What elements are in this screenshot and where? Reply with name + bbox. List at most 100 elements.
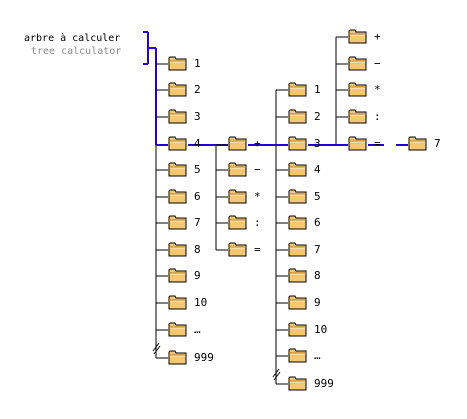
node-label: 7: [314, 243, 321, 256]
folder-icon: [288, 348, 307, 363]
folder-icon: [168, 189, 187, 204]
operator-node[interactable]: :: [228, 214, 308, 232]
operand-node[interactable]: 2: [288, 108, 368, 126]
node-label: −: [374, 57, 381, 70]
node-label: …: [314, 349, 321, 362]
node-label: 8: [314, 269, 321, 282]
operand-node[interactable]: …: [288, 347, 368, 365]
skip-mark: [152, 342, 160, 352]
folder-icon: [168, 242, 187, 257]
node-label: 4: [314, 163, 321, 176]
folder-icon: [288, 268, 307, 283]
operand-node[interactable]: 5: [168, 161, 248, 179]
folder-icon: [228, 242, 247, 257]
node-label: +: [254, 137, 261, 150]
operand-node[interactable]: 2: [168, 81, 248, 99]
title-french: arbre à calculer: [24, 33, 121, 44]
node-label: +: [374, 30, 381, 43]
folder-icon: [288, 242, 307, 257]
folder-icon: [168, 109, 187, 124]
operator-node[interactable]: −: [228, 161, 308, 179]
node-label: 3: [314, 137, 321, 150]
operand-node[interactable]: 6: [168, 188, 248, 206]
operand-node[interactable]: 9: [168, 267, 248, 285]
folder-icon: [288, 136, 307, 151]
operand-node[interactable]: 9: [288, 294, 368, 312]
operator-node[interactable]: =: [228, 241, 308, 259]
operand-node[interactable]: 4: [288, 161, 368, 179]
node-label: =: [254, 243, 261, 256]
operand-node[interactable]: 7: [288, 241, 368, 259]
operand-node[interactable]: 8: [288, 267, 368, 285]
folder-icon: [288, 322, 307, 337]
folder-icon: [168, 136, 187, 151]
node-label: 9: [194, 269, 201, 282]
folder-icon: [168, 350, 187, 365]
operand-node[interactable]: 999: [168, 349, 248, 367]
operand-node[interactable]: 5: [288, 188, 368, 206]
folder-icon: [348, 109, 367, 124]
folder-icon: [288, 215, 307, 230]
node-label: 2: [314, 110, 321, 123]
node-label: 1: [194, 57, 201, 70]
node-label: :: [254, 216, 261, 229]
operand-node[interactable]: 8: [168, 241, 248, 259]
result-node[interactable]: 7: [408, 135, 467, 153]
node-label: *: [254, 190, 261, 203]
folder-icon: [288, 189, 307, 204]
folder-icon: [348, 29, 367, 44]
operand-node[interactable]: 1: [168, 55, 248, 73]
node-label: 4: [194, 137, 201, 150]
folder-icon: [168, 162, 187, 177]
operand-node-selected[interactable]: 3: [288, 135, 368, 153]
folder-icon: [168, 56, 187, 71]
node-label: 999: [314, 377, 334, 390]
folder-icon: [348, 82, 367, 97]
node-label: 6: [314, 216, 321, 229]
operand-node[interactable]: 10: [168, 294, 248, 312]
operand-node[interactable]: 3: [168, 108, 248, 126]
node-label: …: [194, 323, 201, 336]
operator-node-selected[interactable]: +: [228, 135, 308, 153]
operator-node-selected[interactable]: =: [348, 135, 428, 153]
node-label: −: [254, 163, 261, 176]
operator-node[interactable]: :: [348, 108, 428, 126]
operand-node[interactable]: 10: [288, 321, 368, 339]
operator-node[interactable]: −: [348, 55, 428, 73]
node-label: :: [374, 110, 381, 123]
skip-mark: [153, 345, 161, 355]
node-label: 5: [194, 163, 201, 176]
folder-icon: [168, 82, 187, 97]
node-label: 10: [314, 323, 328, 336]
folder-icon: [228, 215, 247, 230]
folder-icon: [288, 109, 307, 124]
node-label: *: [374, 83, 381, 96]
skip-mark: [272, 368, 280, 378]
operand-node[interactable]: 999: [288, 375, 368, 393]
folder-icon: [288, 162, 307, 177]
node-label: 1: [314, 83, 321, 96]
operand-node[interactable]: 7: [168, 214, 248, 232]
operand-node[interactable]: …: [168, 321, 248, 339]
node-label: 999: [194, 351, 214, 364]
result-label: 7: [434, 137, 441, 150]
operator-node[interactable]: +: [348, 28, 428, 46]
node-label: 5: [314, 190, 321, 203]
node-label: 7: [194, 216, 201, 229]
folder-icon: [168, 322, 187, 337]
folder-icon: [228, 136, 247, 151]
node-label: 10: [194, 296, 208, 309]
node-label: 9: [314, 296, 321, 309]
node-label: 8: [194, 243, 201, 256]
operator-node[interactable]: *: [228, 188, 308, 206]
operand-node[interactable]: 1: [288, 81, 368, 99]
operand-node-selected[interactable]: 4: [168, 135, 248, 153]
folder-icon: [228, 162, 247, 177]
operator-node[interactable]: *: [348, 81, 428, 99]
folder-icon: [348, 56, 367, 71]
skip-mark: [273, 371, 281, 381]
folder-icon: [168, 215, 187, 230]
operand-node[interactable]: 6: [288, 214, 368, 232]
